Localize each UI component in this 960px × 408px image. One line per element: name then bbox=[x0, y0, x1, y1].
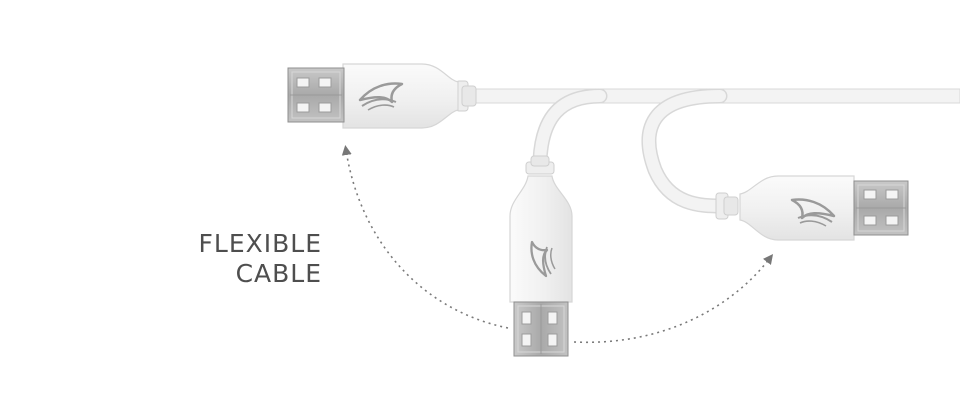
right-usb-connector bbox=[715, 175, 909, 241]
dotted-arrow-icon bbox=[573, 254, 774, 344]
usb-a-plug-icon bbox=[513, 301, 569, 357]
shark-fin-logo-icon bbox=[790, 198, 836, 227]
bottom-usb-connector bbox=[509, 155, 573, 357]
usb-a-plug-icon bbox=[287, 67, 345, 123]
caption-line-1: FLEXIBLE bbox=[198, 229, 322, 258]
shark-fin-logo-icon bbox=[358, 82, 404, 111]
branch-cable-bottom bbox=[532, 88, 608, 168]
flexible-cable-caption: FLEXIBLE CABLE bbox=[199, 229, 322, 289]
dotted-arrow-icon bbox=[341, 145, 509, 329]
top-left-usb-connector bbox=[287, 63, 477, 129]
branch-cable-right bbox=[641, 88, 730, 214]
caption-line-2: CABLE bbox=[235, 259, 322, 288]
shark-fin-logo-icon bbox=[530, 240, 556, 278]
usb-a-plug-icon bbox=[853, 180, 909, 236]
